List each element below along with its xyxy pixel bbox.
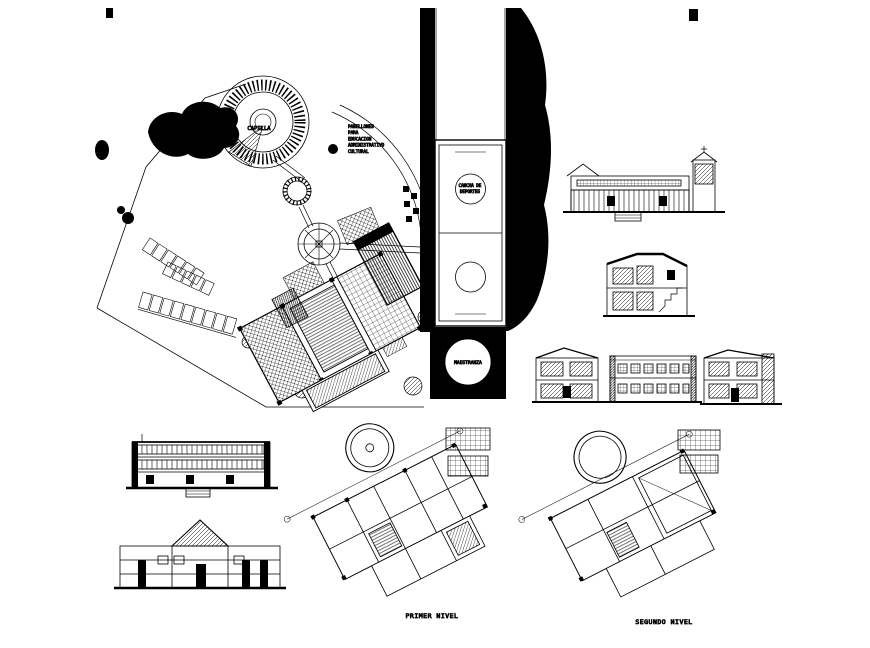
plaza-circle — [297, 222, 341, 266]
elevation-long-building — [126, 434, 278, 498]
pabellones-line4: ADMINISTRATIVO — [348, 143, 385, 149]
maestranza-label: MAESTRANZA — [454, 360, 482, 366]
cancha-label-line1: CANCHA DE — [459, 183, 482, 188]
striped-building-block — [352, 222, 424, 306]
maestranza-block: MAESTRANZA — [430, 327, 506, 399]
pabellones-line5: CULTURAL — [348, 149, 369, 155]
site-plan: CAPILLA — [95, 8, 552, 413]
floor-plan-segundo: SEGUNDO NIVEL — [518, 429, 721, 626]
pavilion-cluster — [236, 250, 423, 413]
chapel: CAPILLA — [216, 75, 310, 169]
small-hatched-block — [271, 287, 309, 329]
pabellones-annotation: PABELLONES PARA EDUCACION ADMINISTRATIVO… — [348, 124, 385, 156]
vegetation-blobs — [95, 101, 419, 224]
circular-node-small — [282, 176, 312, 206]
cancha-label-line2: DEPORTES — [460, 189, 481, 194]
pabellones-line3: EDUCACION — [348, 136, 372, 142]
pabellones-line2: PARA — [348, 130, 359, 136]
section-left — [532, 347, 606, 403]
pabellones-line1: PABELLONES — [348, 124, 374, 130]
parking-row-b — [141, 237, 205, 286]
primer-nivel-label: PRIMER NIVEL — [406, 612, 459, 620]
section-stairs — [603, 252, 695, 317]
capilla-label: CAPILLA — [247, 126, 271, 132]
section-right — [700, 349, 782, 405]
elevation-gable-building — [114, 519, 286, 590]
road-corridor — [420, 8, 552, 332]
elevation-windows — [606, 355, 702, 403]
basketball-court: CANCHA DE DEPORTES — [434, 139, 507, 327]
parking-row-c — [162, 261, 215, 296]
corner-marks — [106, 8, 698, 21]
parking-row-a — [137, 291, 238, 338]
elevation-main — [563, 146, 725, 222]
segundo-nivel-label: SEGUNDO NIVEL — [635, 618, 692, 626]
floor-plan-primer: PRIMER NIVEL — [283, 423, 491, 620]
